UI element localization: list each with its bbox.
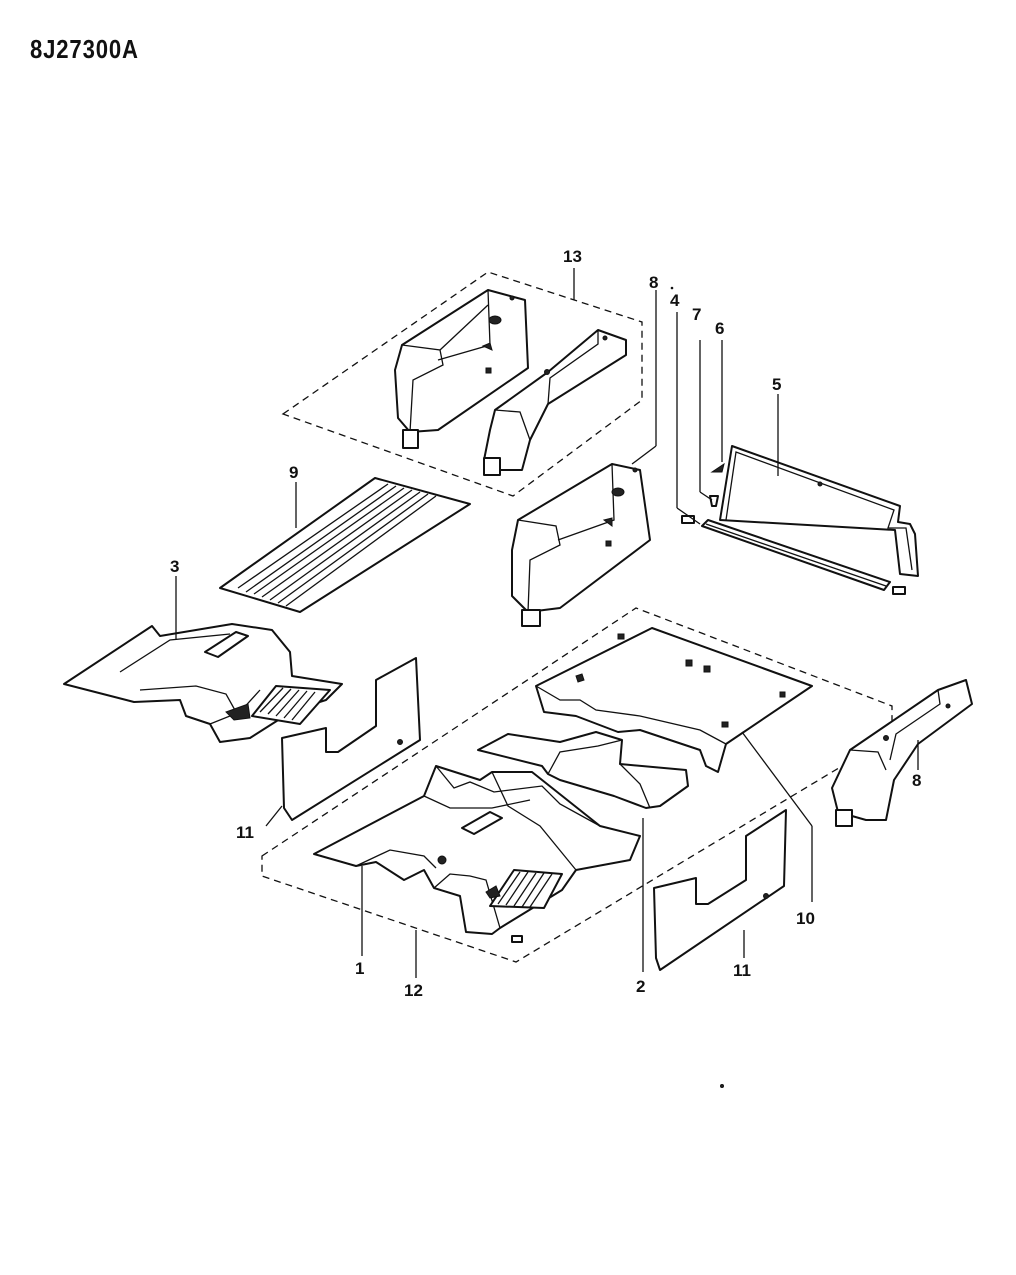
part-9-cargo-mat — [219, 477, 471, 613]
callout-11-right: 11 — [733, 961, 751, 980]
group-13-left-wheelhouse-panel — [394, 289, 529, 449]
callout-4: 4 — [670, 291, 680, 310]
callout-8-lower: 8 — [912, 771, 921, 790]
callout-10: 10 — [796, 909, 815, 928]
stray-dot — [720, 1084, 724, 1088]
group-13-dashed-outline — [281, 271, 643, 497]
callout-2: 2 — [636, 977, 645, 996]
group-12-dashed-outline — [261, 607, 893, 963]
leader-lines — [175, 268, 919, 978]
part-6-push-pin — [710, 462, 725, 473]
group-13-wheelhouse-set — [281, 271, 643, 497]
group-12-carpet-set — [261, 607, 893, 963]
part-10-cargo-floor-carpet — [535, 627, 813, 773]
part-4-weatherstrip — [681, 515, 906, 595]
callout-1: 1 — [355, 959, 364, 978]
part-8-upper-wheelhouse-panel — [511, 463, 651, 627]
callout-3: 3 — [170, 557, 179, 576]
part-8-lower-wheelhouse-panel — [831, 679, 973, 827]
part-1-front-floor-carpet — [313, 765, 641, 943]
callout-7: 7 — [692, 305, 701, 324]
part-11-right-side-panel — [653, 809, 787, 971]
callout-6: 6 — [715, 319, 724, 338]
callout-labels: 13 8 4 7 6 5 9 3 11 8 10 11 1 12 2 — [170, 247, 921, 1000]
callout-9: 9 — [289, 463, 298, 482]
callout-11-left: 11 — [236, 823, 254, 842]
part-2-rear-floor-mat — [477, 731, 689, 809]
figure-reference-number: 8J27300A — [30, 34, 139, 64]
callout-12: 12 — [404, 981, 423, 1000]
part-3-front-floor-carpet — [63, 623, 343, 743]
callout-8-upper: 8 — [649, 273, 658, 292]
part-5-tailgate-seal — [719, 445, 919, 577]
callout-13: 13 — [563, 247, 582, 266]
stray-dot — [670, 286, 674, 290]
part-7-clip — [709, 495, 719, 507]
callout-5: 5 — [772, 375, 781, 394]
group-13-right-wheelhouse-panel — [483, 329, 627, 476]
part-11-left-side-panel — [281, 657, 421, 821]
